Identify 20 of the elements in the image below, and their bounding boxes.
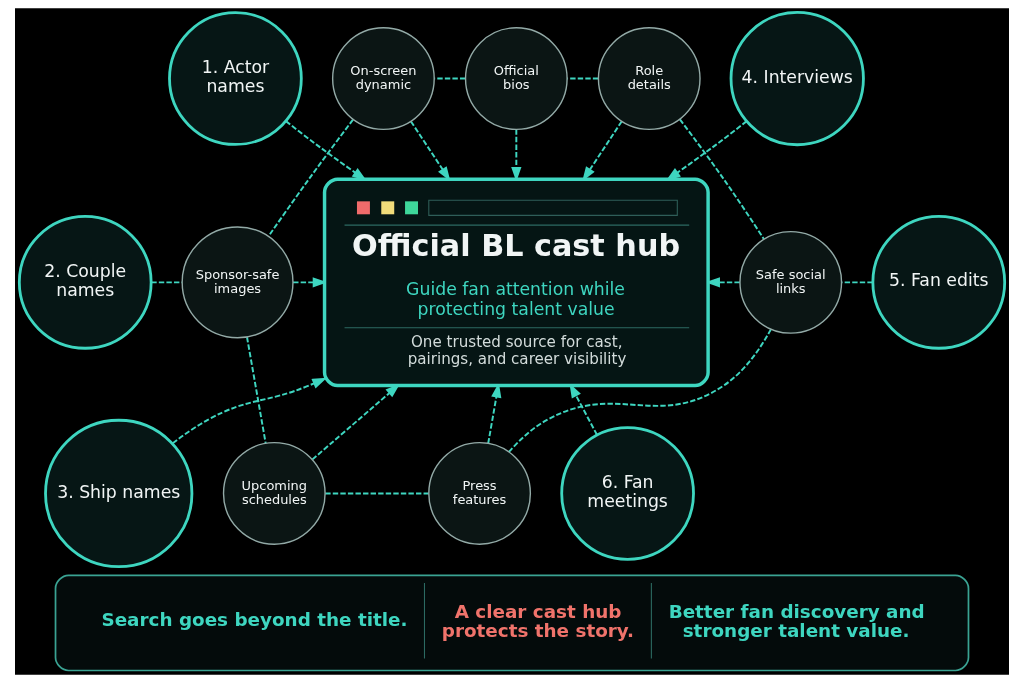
node-circle: 1. Actor names bbox=[168, 11, 303, 146]
node-box: Search goes beyond the title. A clear cast hub protects the story. Better fan discovery and stronger talent value. bbox=[54, 574, 970, 672]
node-circle: 5. Fan edits bbox=[871, 215, 1007, 350]
connector bbox=[507, 328, 772, 453]
node-circle: Press features bbox=[428, 441, 532, 545]
node-circle: 4. Interviews bbox=[729, 10, 865, 147]
connector bbox=[267, 118, 354, 237]
node-box: Official BL cast hub Guide fan attention while protecting talent value One trusted source for cast, pairings, and career visibility bbox=[322, 177, 710, 388]
node-circle: On-screen dynamic bbox=[331, 27, 435, 131]
node-circle: Role details bbox=[597, 27, 701, 131]
node-circle: Sponsor-safe images bbox=[181, 226, 294, 339]
node-circle: Upcoming schedules bbox=[222, 441, 326, 545]
arrow bbox=[171, 377, 327, 445]
node-circle: 3. Ship names bbox=[44, 418, 194, 569]
connector bbox=[678, 118, 765, 241]
node-circle: Safe social links bbox=[739, 230, 843, 334]
node-circle: Official bios bbox=[464, 27, 568, 131]
connector bbox=[246, 336, 267, 445]
node-circle: 6. Fan meetings bbox=[560, 426, 695, 561]
node-circle: 2. Couple names bbox=[17, 215, 153, 350]
